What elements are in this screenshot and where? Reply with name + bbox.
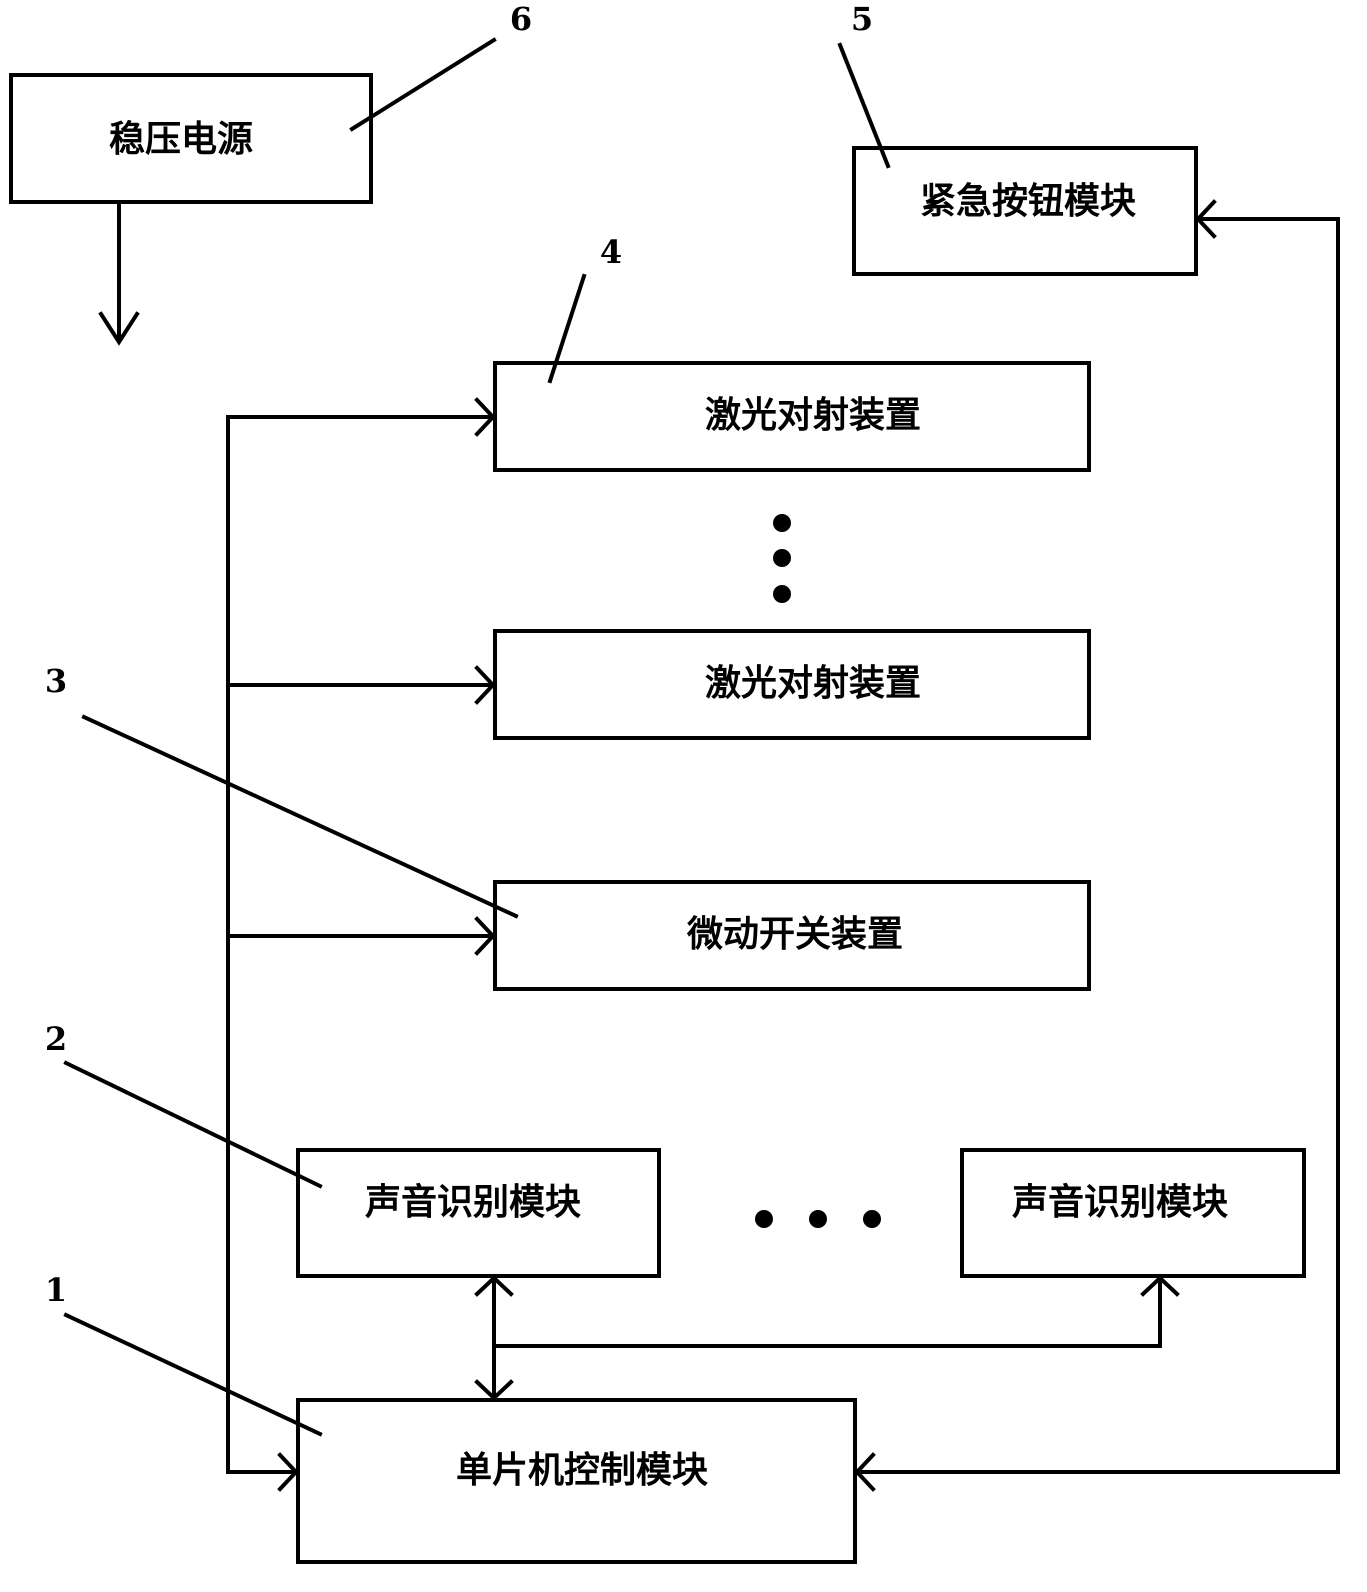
voice-label-1: 声音识别模块 — [365, 1182, 581, 1223]
ref-number-1: 1 — [45, 1271, 67, 1309]
ref-number-4: 4 — [600, 233, 622, 271]
voice-label-2: 声音识别模块 — [1012, 1182, 1228, 1223]
ref-number-5: 5 — [851, 0, 873, 38]
laser-label-2: 激光对射装置 — [705, 663, 921, 704]
ellipsis-dot-vertical-2 — [773, 549, 791, 567]
emergency-button-label: 紧急按钮模块 — [920, 181, 1136, 222]
ellipsis-dot-vertical-3 — [773, 585, 791, 603]
mcu-label: 单片机控制模块 — [456, 1450, 708, 1491]
ellipsis-dot-horizontal-2 — [809, 1210, 827, 1228]
ellipsis-dot-vertical-1 — [773, 514, 791, 532]
leader-6 — [352, 40, 494, 129]
power-label: 稳压电源 — [109, 119, 253, 160]
leader-3 — [84, 717, 516, 916]
micro-switch-label: 微动开关装置 — [686, 914, 903, 955]
emergency-loop-line — [857, 219, 1338, 1472]
ellipsis-dot-horizontal-1 — [755, 1210, 773, 1228]
leader-2 — [66, 1063, 320, 1186]
ellipsis-dot-horizontal-3 — [863, 1210, 881, 1228]
ref-number-6: 6 — [510, 0, 532, 38]
laser-label-1: 激光对射装置 — [705, 395, 921, 436]
voice-branch-line — [494, 1278, 1160, 1346]
leader-4 — [550, 276, 584, 381]
ref-number-3: 3 — [45, 662, 67, 700]
ref-number-2: 2 — [45, 1020, 67, 1058]
leader-1 — [66, 1315, 320, 1434]
